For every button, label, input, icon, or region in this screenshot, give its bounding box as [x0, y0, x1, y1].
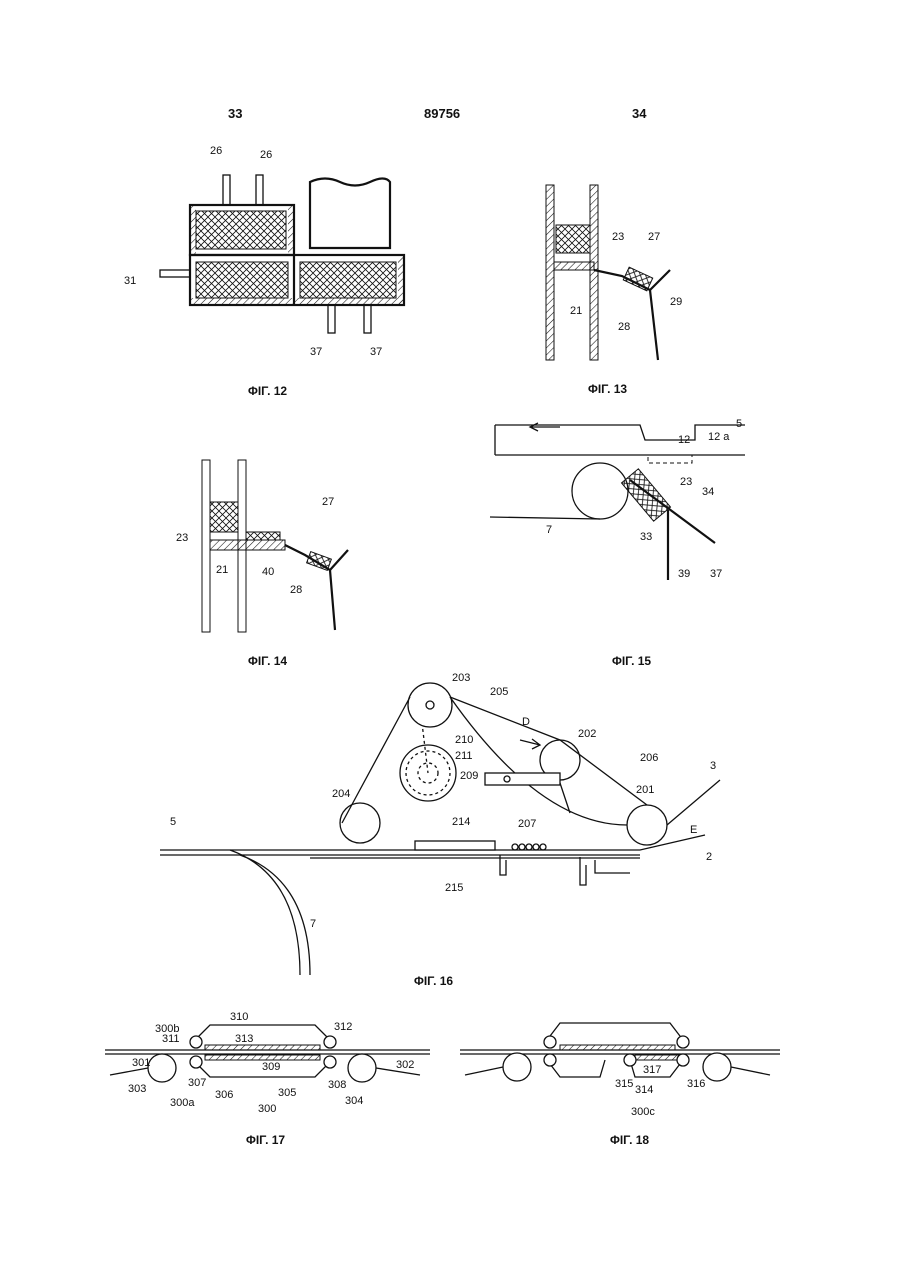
- fig13-label-29: 29: [670, 296, 682, 308]
- fig14-label-23: 23: [176, 532, 188, 544]
- fig16-label-211: 211: [455, 750, 473, 762]
- fig18-label-317: 317: [643, 1064, 661, 1076]
- figure-12-caption: ΦΙΓ. 12: [248, 384, 287, 398]
- figure-18-drawing: 315 317 316 314 300c: [455, 1015, 785, 1120]
- fig18-label-300c: 300c: [631, 1106, 655, 1118]
- fig17-label-305: 305: [278, 1087, 296, 1099]
- fig16-label-7: 7: [310, 918, 316, 930]
- fig15-label-5: 5: [736, 418, 742, 430]
- figure-12-drawing: 26 26 31 37 37: [110, 140, 430, 370]
- fig17-label-301: 301: [132, 1057, 150, 1069]
- figure-14-drawing: 27 23 21 40 28: [170, 455, 380, 635]
- fig17-label-302: 302: [396, 1059, 414, 1071]
- fig16-label-202: 202: [578, 728, 596, 740]
- figure-16-caption: ΦΙΓ. 16: [414, 974, 453, 988]
- fig16-label-210: 210: [455, 734, 473, 746]
- fig13-label-28: 28: [618, 321, 630, 333]
- fig15-label-12: 12: [678, 434, 690, 446]
- fig17-label-309: 309: [262, 1061, 280, 1073]
- fig16-label-206: 206: [640, 752, 658, 764]
- fig15-label-39: 39: [678, 568, 690, 580]
- fig14-label-21: 21: [216, 564, 228, 576]
- fig16-label-5: 5: [170, 816, 176, 828]
- right-page-number: 34: [632, 106, 646, 121]
- fig14-label-27: 27: [322, 496, 334, 508]
- fig14-label-40: 40: [262, 566, 274, 578]
- fig15-label-12a: 12 a: [708, 431, 730, 443]
- fig17-label-310: 310: [230, 1011, 248, 1023]
- fig12-label-37a: 37: [310, 346, 322, 358]
- fig16-label-205: 205: [490, 686, 508, 698]
- fig16-label-209: 209: [460, 770, 478, 782]
- fig17-label-312: 312: [334, 1021, 352, 1033]
- fig12-label-26a: 26: [210, 145, 222, 157]
- figure-18-caption: ΦΙΓ. 18: [610, 1133, 649, 1147]
- fig18-label-315: 315: [615, 1078, 633, 1090]
- fig12-label-37b: 37: [370, 346, 382, 358]
- fig17-label-307: 307: [188, 1077, 206, 1089]
- fig13-label-23: 23: [612, 231, 624, 243]
- fig17-label-308: 308: [328, 1079, 346, 1091]
- document-number: 89756: [424, 106, 460, 121]
- figure-13-drawing: 23 27 21 28 29: [530, 180, 710, 365]
- fig17-label-313: 313: [235, 1033, 253, 1045]
- fig17-label-300a: 300a: [170, 1097, 195, 1109]
- left-page-number: 33: [228, 106, 242, 121]
- fig17-label-304: 304: [345, 1095, 363, 1107]
- fig16-label-203: 203: [452, 672, 470, 684]
- fig17-label-300: 300: [258, 1103, 276, 1115]
- fig14-label-28: 28: [290, 584, 302, 596]
- fig16-label-204: 204: [332, 788, 350, 800]
- fig16-label-2: 2: [706, 851, 712, 863]
- fig17-label-306: 306: [215, 1089, 233, 1101]
- figure-13-caption: ΦΙΓ. 13: [588, 382, 627, 396]
- fig17-label-303: 303: [128, 1083, 146, 1095]
- fig15-label-37: 37: [710, 568, 722, 580]
- fig13-label-21: 21: [570, 305, 582, 317]
- fig17-label-311: 311: [162, 1033, 180, 1045]
- fig15-label-33: 33: [640, 531, 652, 543]
- fig16-label-D: D: [522, 716, 530, 728]
- fig16-label-3: 3: [710, 760, 716, 772]
- fig12-label-26b: 26: [260, 149, 272, 161]
- fig16-label-214: 214: [452, 816, 470, 828]
- fig15-label-34: 34: [702, 486, 714, 498]
- fig16-label-201: 201: [636, 784, 654, 796]
- fig16-label-207: 207: [518, 818, 536, 830]
- fig18-label-314: 314: [635, 1084, 653, 1096]
- fig15-label-23: 23: [680, 476, 692, 488]
- fig18-label-316: 316: [687, 1078, 705, 1090]
- figure-15-drawing: 12 12 a 5 23 34 33 7 39 37: [490, 395, 760, 595]
- fig15-label-7: 7: [546, 524, 552, 536]
- figure-17-caption: ΦΙΓ. 17: [246, 1133, 285, 1147]
- figure-17-drawing: 300b 310 311 313 312 301 309 302 303 307…: [100, 1020, 440, 1120]
- fig12-label-31: 31: [124, 275, 136, 287]
- fig13-label-27: 27: [648, 231, 660, 243]
- fig16-label-E: E: [690, 824, 697, 836]
- figure-16-drawing: 203 205 D 202 206 3 210 211 209 201 204 …: [160, 665, 740, 980]
- fig16-label-215: 215: [445, 882, 463, 894]
